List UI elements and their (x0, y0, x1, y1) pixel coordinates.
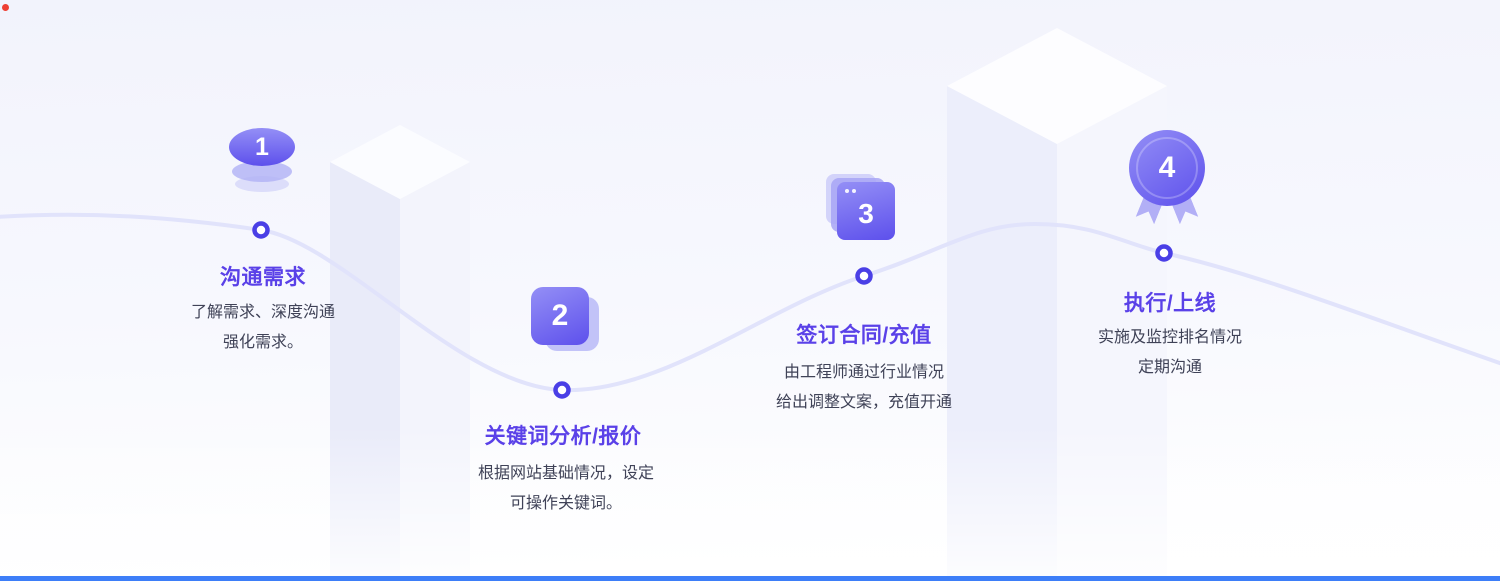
pillar-right (947, 28, 1167, 581)
pillar-left (330, 125, 470, 581)
bottom-section-divider (0, 576, 1500, 581)
step-node-1 (252, 221, 270, 239)
corner-red-dot (2, 4, 9, 11)
step-node-3 (855, 267, 873, 285)
step-node-2 (553, 381, 571, 399)
flow-wave (0, 212, 1500, 393)
step-node-4 (1155, 244, 1173, 262)
